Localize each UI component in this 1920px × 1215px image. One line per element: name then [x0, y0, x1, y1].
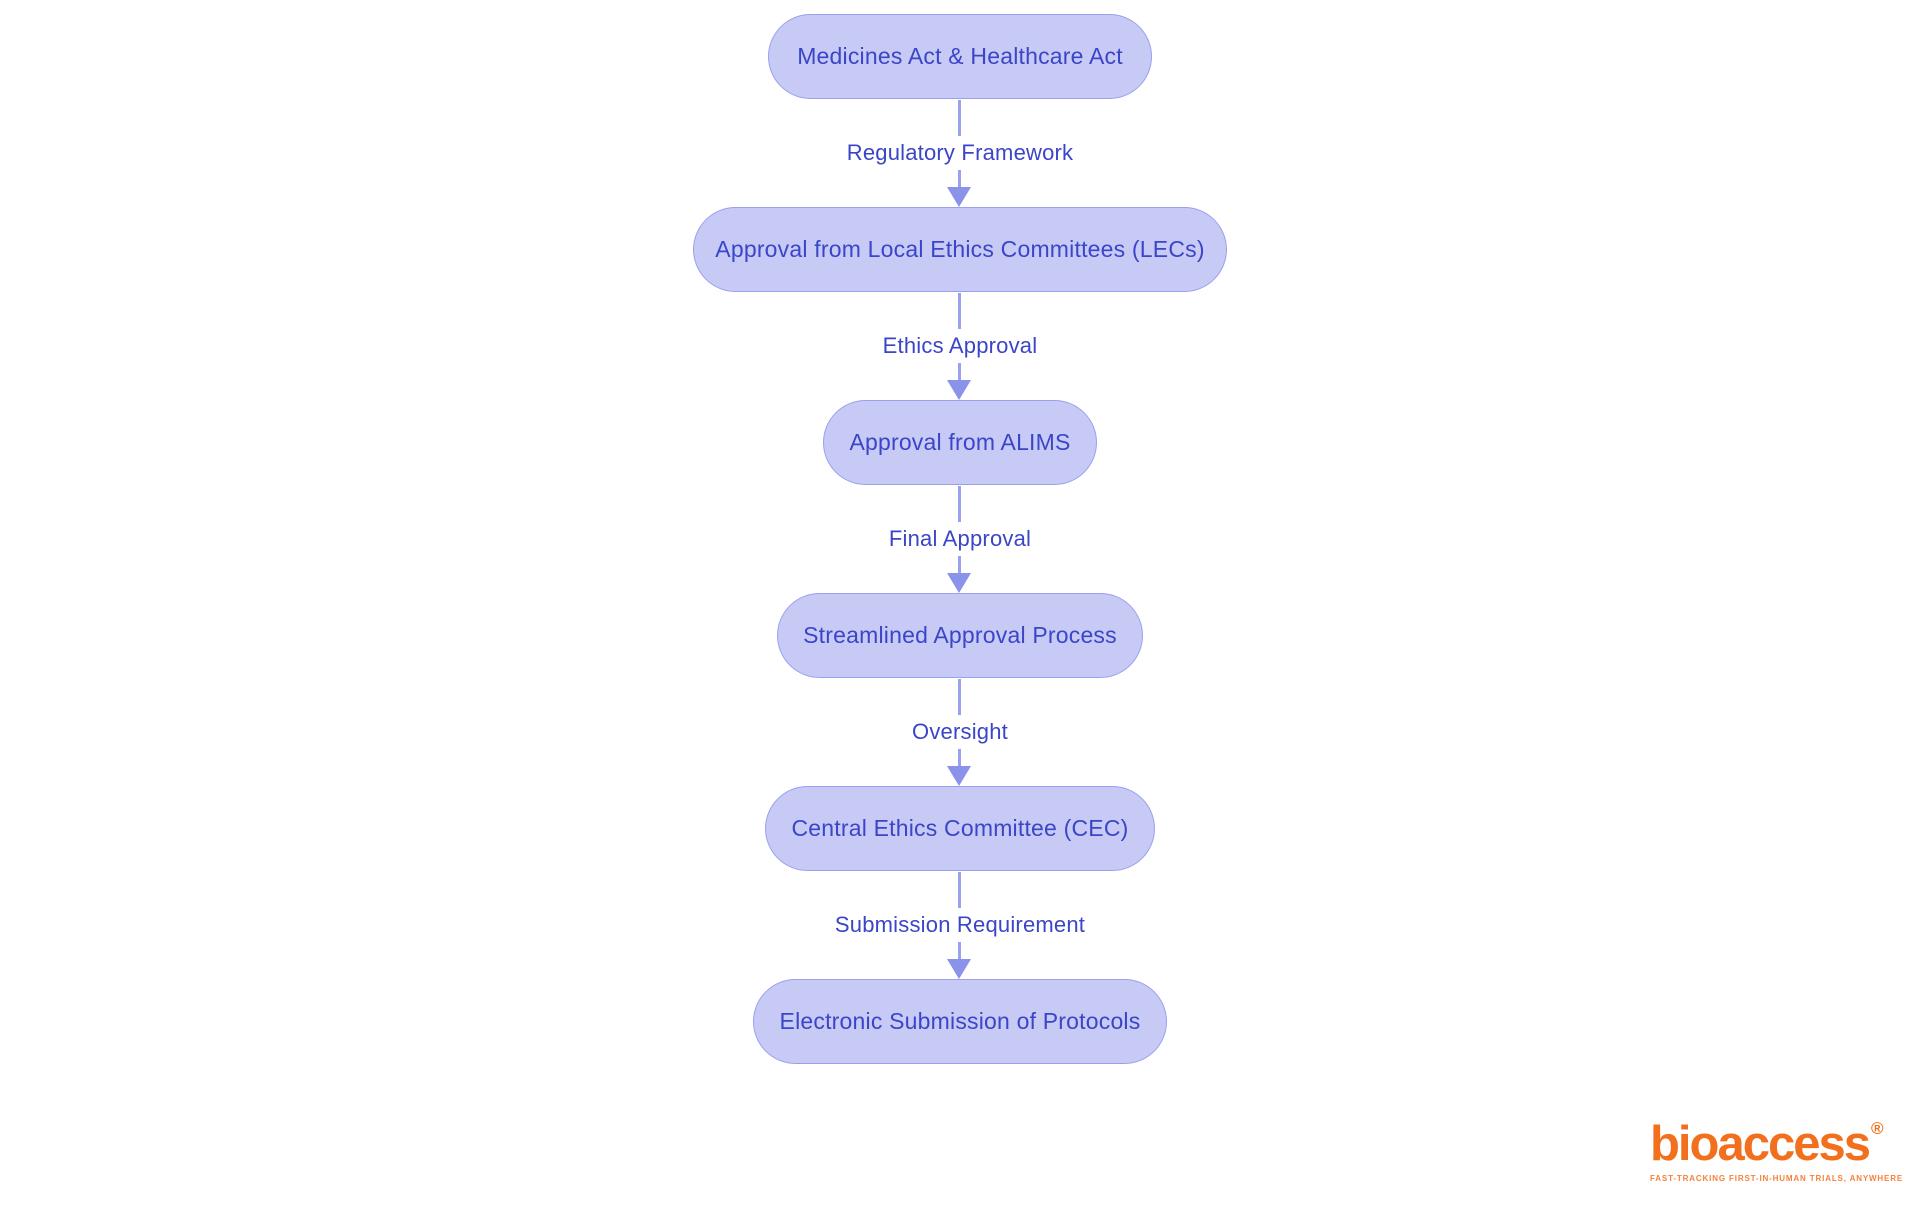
flow-node-lec-approval: Approval from Local Ethics Committees (L… — [693, 207, 1227, 292]
bioaccess-logo-text: bioaccess — [1650, 1117, 1871, 1171]
flow-node-streamlined-process: Streamlined Approval Process — [777, 593, 1143, 678]
edge-label-regulatory-framework: Regulatory Framework — [0, 136, 1920, 170]
arrowhead-down-icon — [947, 766, 971, 786]
edge-label-text: Oversight — [906, 715, 1014, 749]
flow-node-alims-approval: Approval from ALIMS — [823, 400, 1097, 485]
edge-label-oversight: Oversight — [0, 715, 1920, 749]
edge-label-text: Final Approval — [882, 522, 1038, 556]
bioaccess-logo: bioaccess® FAST-TRACKING FIRST-IN-HUMAN … — [1650, 1117, 1904, 1184]
bioaccess-logo-tagline: FAST-TRACKING FIRST-IN-HUMAN TRIALS, ANY… — [1650, 1174, 1904, 1183]
bioaccess-logo-wordmark: bioaccess® — [1650, 1117, 1884, 1171]
edge-label-final-approval: Final Approval — [0, 522, 1920, 556]
flow-node-central-ethics-committee: Central Ethics Committee (CEC) — [765, 786, 1155, 871]
arrowhead-down-icon — [947, 187, 971, 207]
edge-label-text: Ethics Approval — [876, 329, 1044, 363]
flow-node-electronic-submission: Electronic Submission of Protocols — [753, 979, 1167, 1064]
edge-label-text: Regulatory Framework — [840, 136, 1080, 170]
flow-node-medicines-act: Medicines Act & Healthcare Act — [768, 14, 1152, 99]
edge-label-text: Submission Requirement — [828, 908, 1092, 942]
arrowhead-down-icon — [947, 380, 971, 400]
arrowhead-down-icon — [947, 959, 971, 979]
arrowhead-down-icon — [947, 573, 971, 593]
edge-label-ethics-approval: Ethics Approval — [0, 329, 1920, 363]
edge-label-submission-requirement: Submission Requirement — [0, 908, 1920, 942]
registered-trademark-icon: ® — [1871, 1119, 1884, 1138]
